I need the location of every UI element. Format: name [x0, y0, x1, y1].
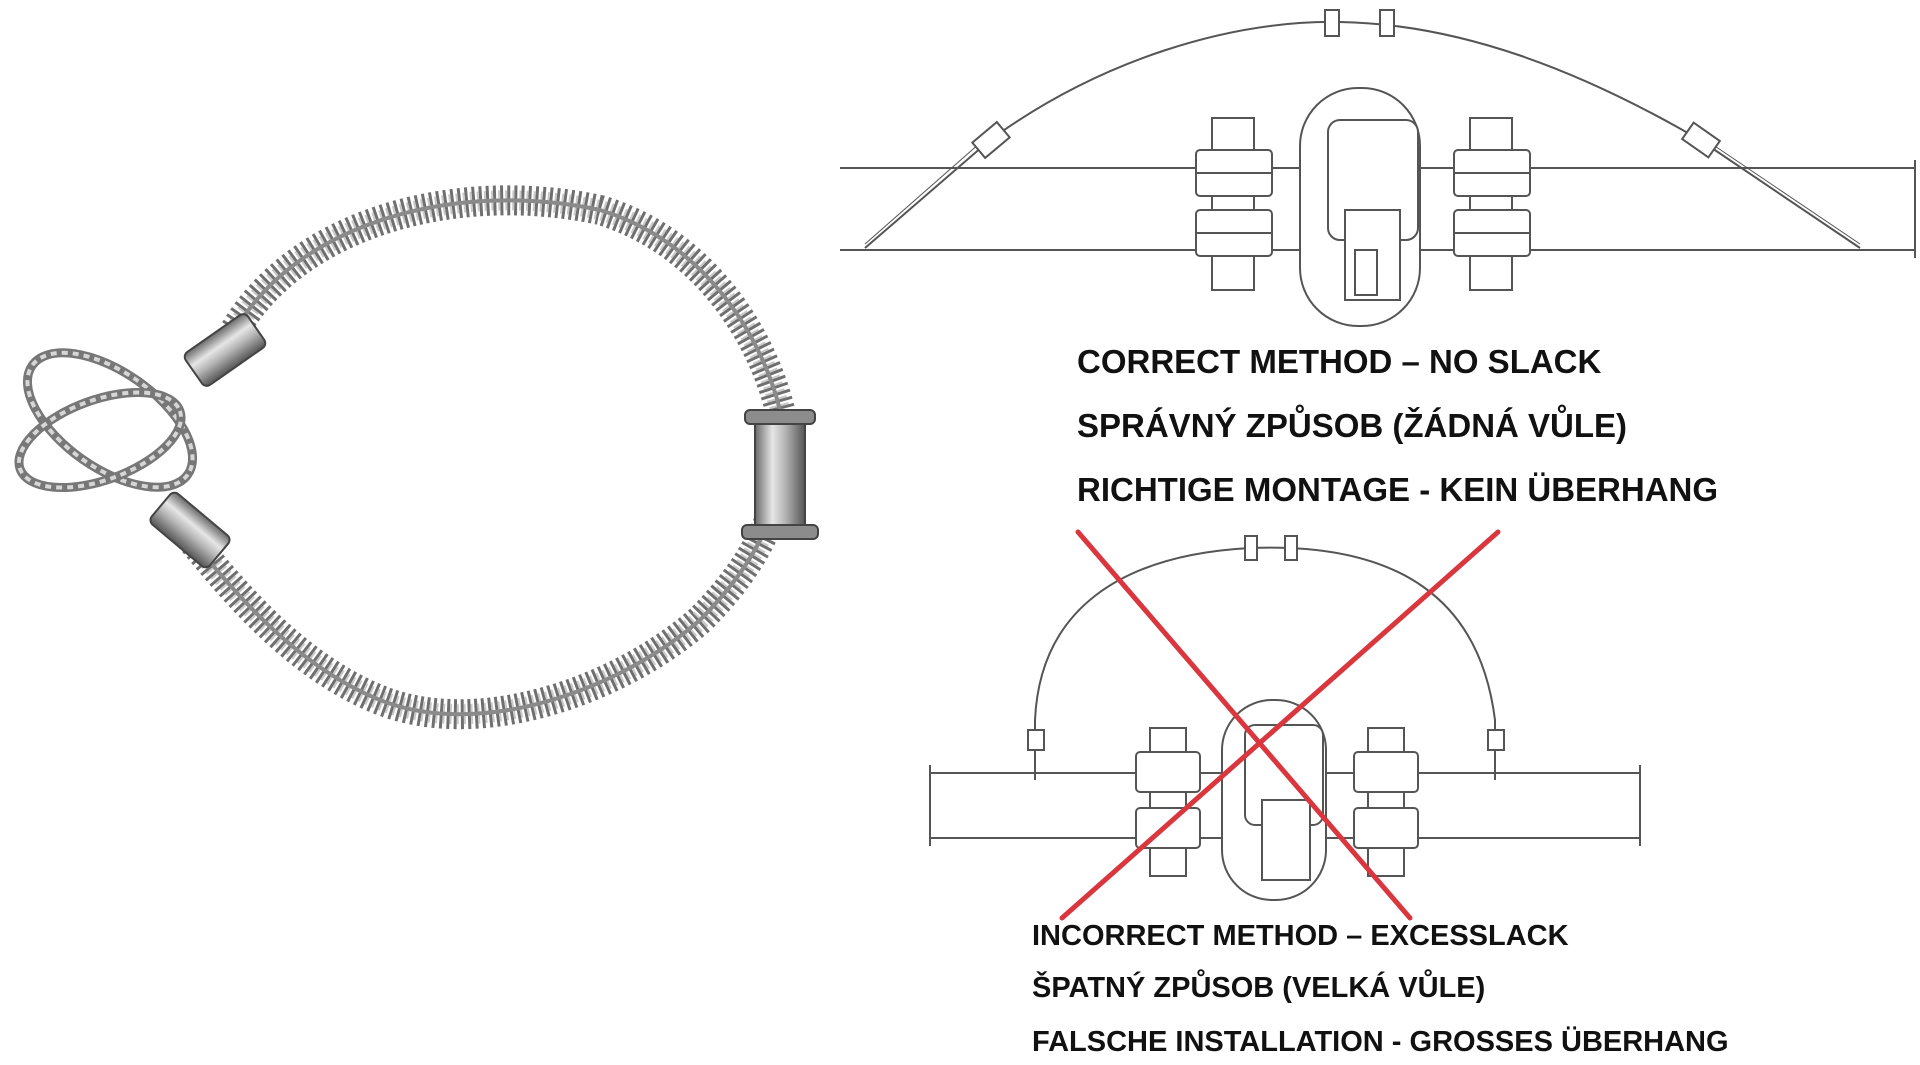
- incorrect-caption-de: FALSCHE INSTALLATION - GROSSES ÜBERHANG: [1032, 1026, 1729, 1058]
- correct-caption-cz: SPRÁVNÝ ZPŮSOB (ŽÁDNÁ VŮLE): [1077, 407, 1628, 444]
- cross-out-mark: [1059, 529, 1501, 921]
- correct-installation-diagram: [840, 9, 1916, 327]
- correct-caption-en: CORRECT METHOD – NO SLACK: [1077, 343, 1602, 380]
- spring-coil: [163, 185, 799, 730]
- correct-caption-de: RICHTIGE MONTAGE - KEIN ÜBERHANG: [1077, 471, 1719, 508]
- whip-check-photo: [14, 185, 819, 730]
- ferrule-lower: [149, 491, 231, 569]
- ferrule-right: [741, 409, 819, 540]
- incorrect-caption-cz: ŠPATNÝ ZPŮSOB (VELKÁ VŮLE): [1032, 972, 1486, 1004]
- incorrect-installation-diagram: [929, 535, 1641, 901]
- cable-eye-loop: [14, 348, 198, 493]
- ferrule-upper: [183, 313, 267, 387]
- incorrect-caption-en: INCORRECT METHOD – EXCESSLACK: [1032, 920, 1569, 952]
